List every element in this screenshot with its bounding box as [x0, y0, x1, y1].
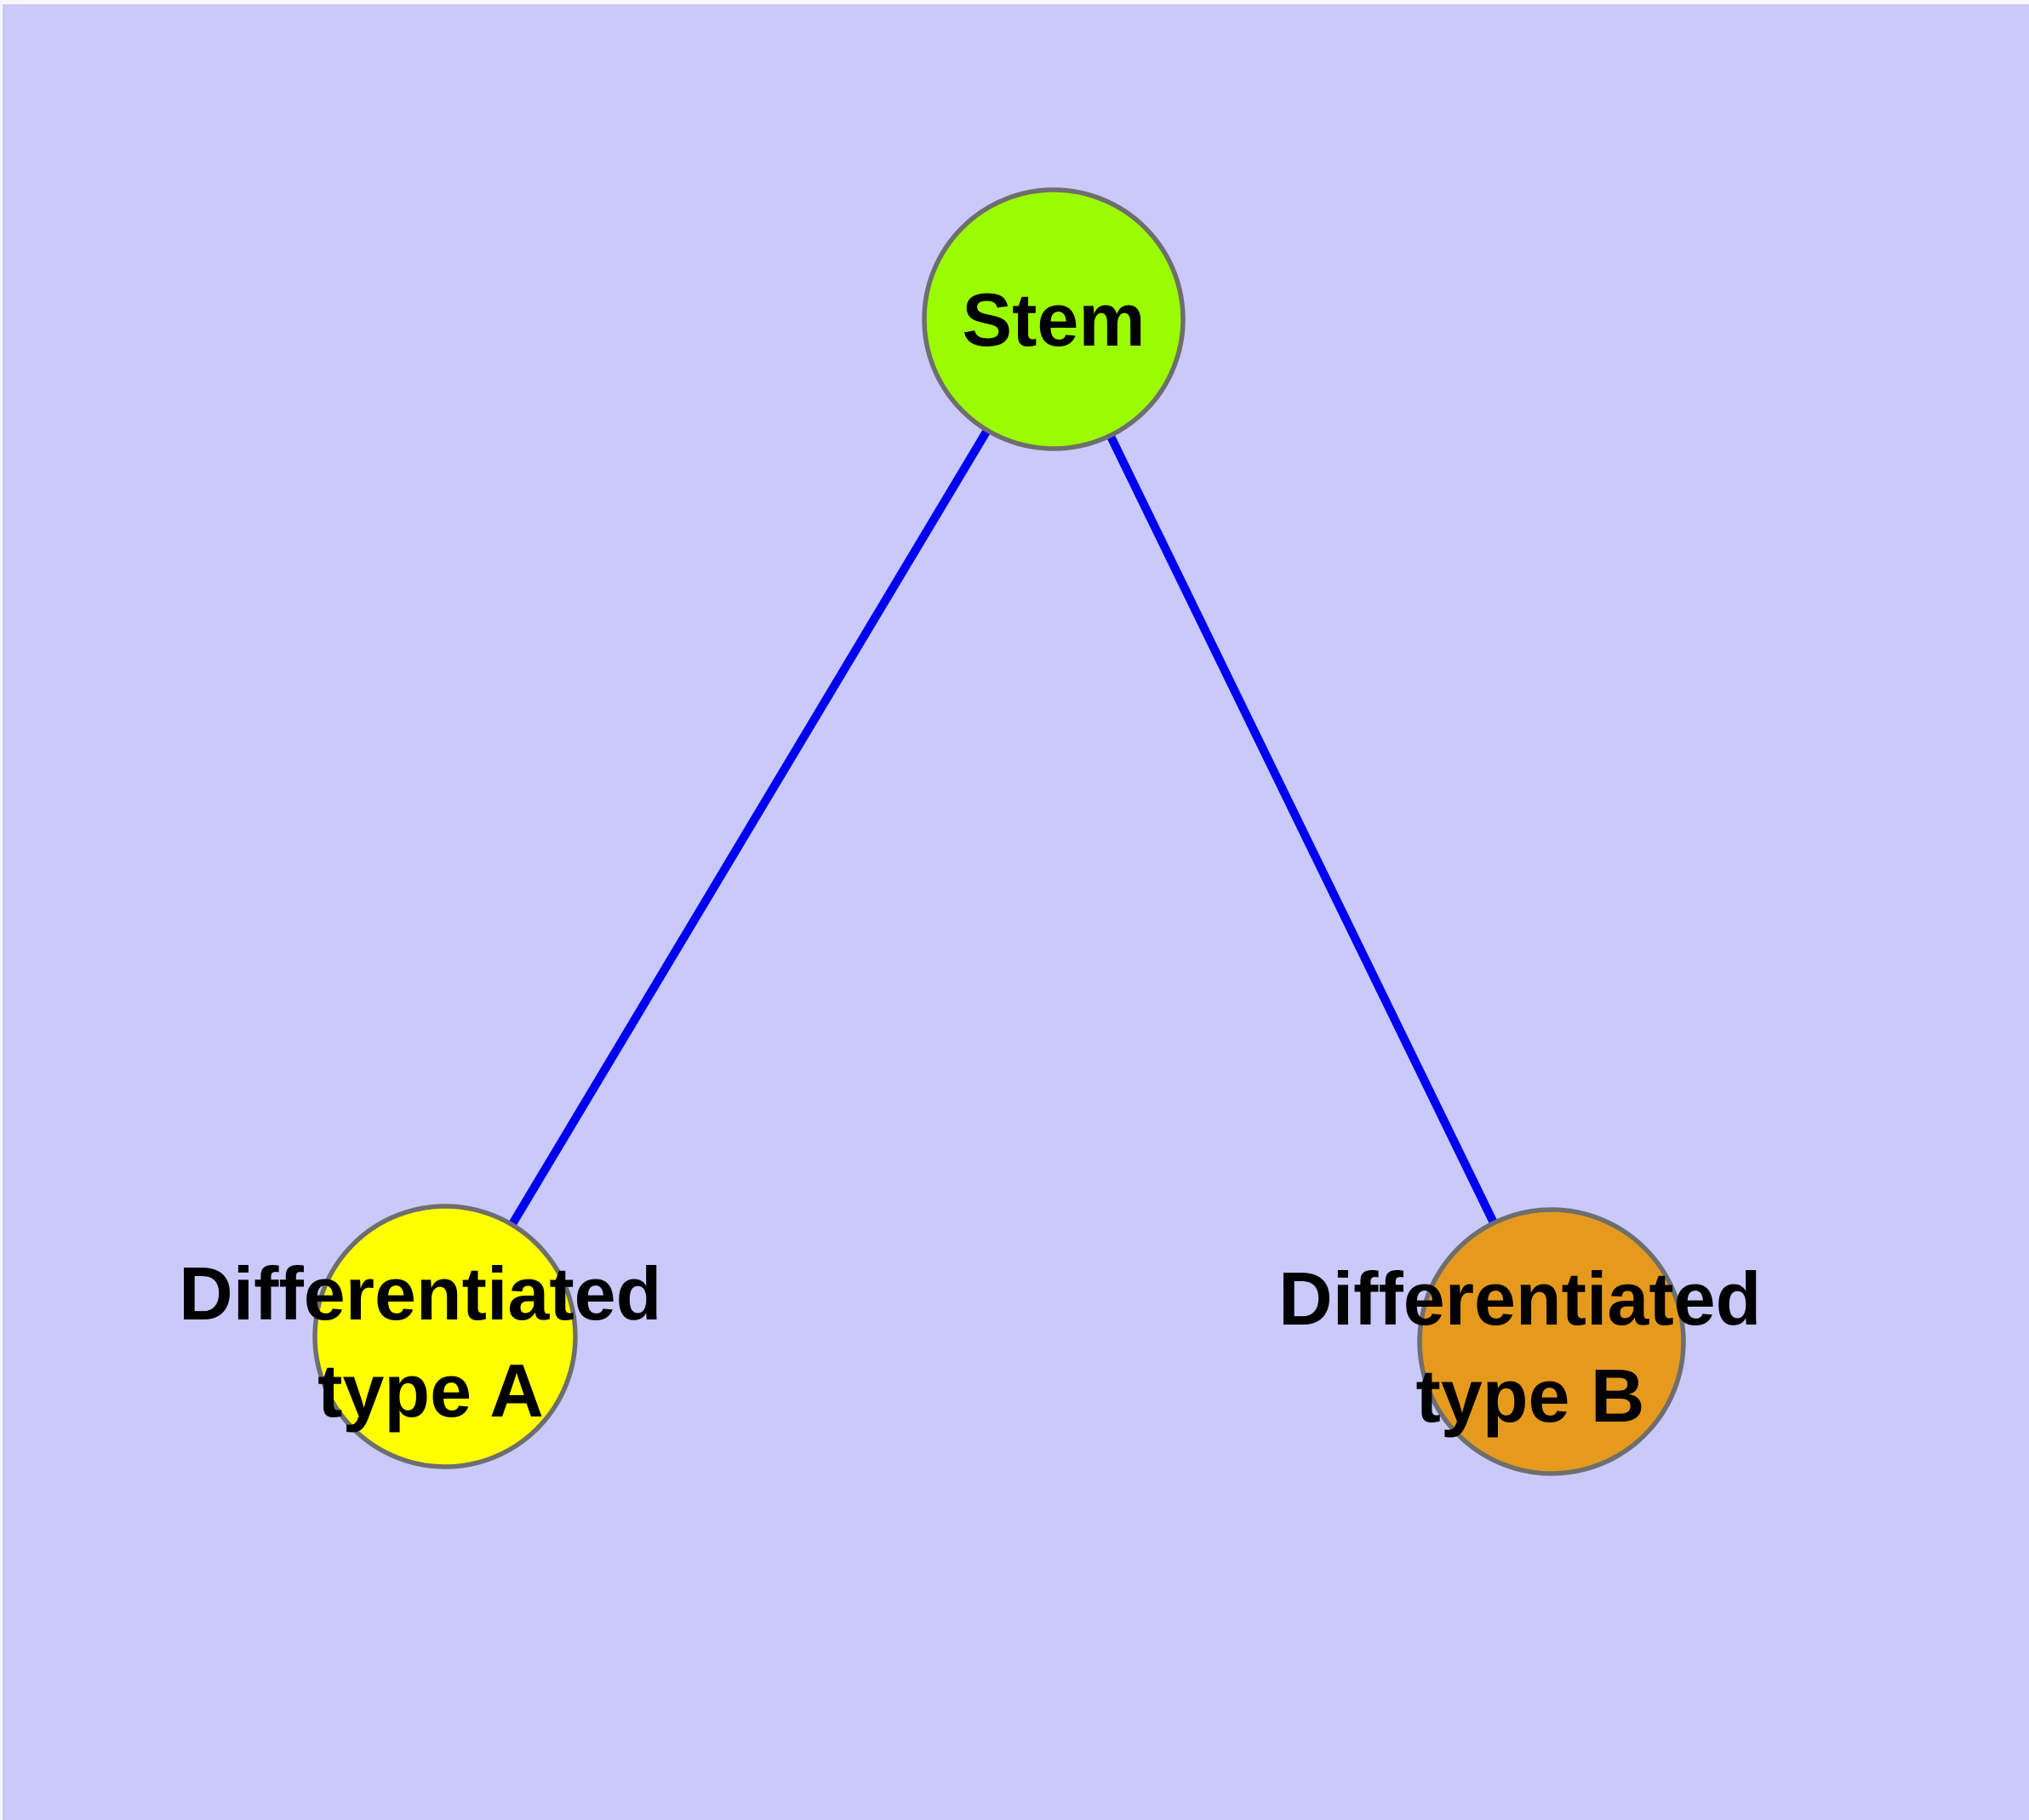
node-type-b-circle — [1417, 1207, 1686, 1476]
node-type-a-circle — [312, 1204, 578, 1469]
node-type-a-label: Differentiated type A — [179, 1251, 683, 1433]
node-stem: Stem — [922, 187, 1186, 451]
node-type-b: Differentiated type B — [1278, 1207, 1782, 1476]
node-stem-label: Stem — [962, 278, 1145, 362]
canvas-edge-highlight-top — [0, 0, 2029, 4]
edge-stem-to-type-a — [441, 317, 1058, 1339]
node-stem-circle — [922, 187, 1186, 451]
node-type-a-label-line2: type A — [317, 1348, 544, 1433]
node-type-b-label-line1: Differentiated — [1278, 1256, 1761, 1341]
node-type-b-label: Differentiated type B — [1278, 1256, 1782, 1438]
canvas-edge-highlight-left — [0, 0, 3, 1820]
node-stem-label-text: Stem — [962, 278, 1145, 362]
node-type-a-label-line1: Differentiated — [179, 1251, 661, 1336]
node-type-a: Differentiated type A — [179, 1204, 683, 1469]
node-type-b-label-line2: type B — [1416, 1354, 1645, 1438]
edge-group — [441, 317, 1556, 1344]
edge-stem-to-type-b — [1049, 317, 1556, 1344]
